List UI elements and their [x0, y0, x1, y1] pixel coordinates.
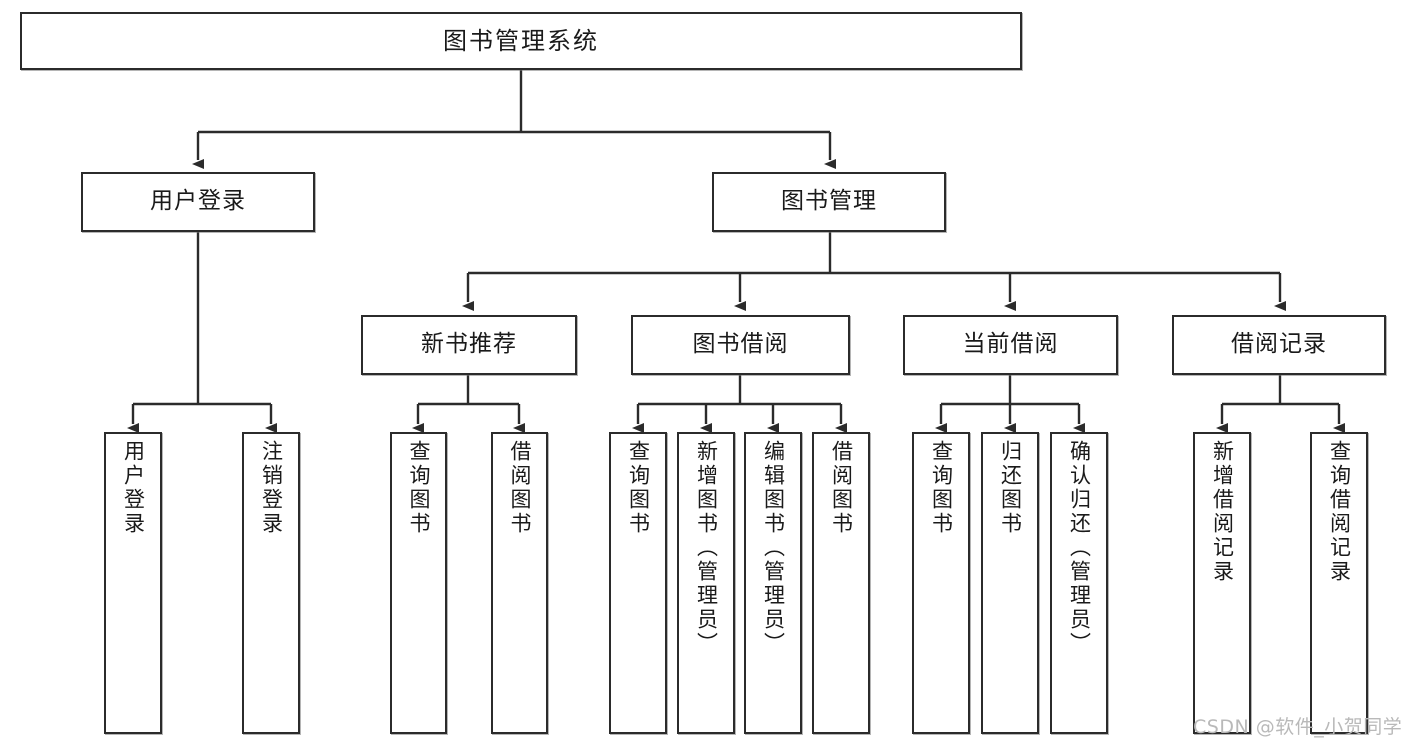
node-label: 当前借阅: [962, 331, 1059, 358]
node-label: 新增借阅记录: [1210, 440, 1235, 584]
leaf-record-query-record[interactable]: 查询借阅记录: [1310, 432, 1368, 734]
node-label: 用户登录: [121, 440, 146, 536]
csdn-watermark: CSDN @软件_小贺同学: [1193, 716, 1403, 738]
node-current-borrow[interactable]: 当前借阅: [903, 315, 1118, 375]
node-book-management[interactable]: 图书管理: [712, 172, 946, 232]
node-label: 查询借阅记录: [1327, 440, 1352, 584]
leaf-recommend-query-book[interactable]: 查询图书: [390, 432, 447, 734]
node-label: 图书管理: [781, 188, 877, 215]
node-label: 图书管理系统: [443, 26, 599, 55]
node-user-login[interactable]: 用户登录: [81, 172, 315, 232]
node-label: 查询图书: [929, 440, 954, 536]
leaf-borrow-query-book[interactable]: 查询图书: [609, 432, 667, 734]
leaf-current-query-book[interactable]: 查询图书: [912, 432, 970, 734]
node-label: 用户登录: [150, 188, 246, 215]
leaf-user-login-login[interactable]: 用户登录: [104, 432, 162, 734]
node-label: 查询图书: [407, 440, 431, 536]
leaf-record-add-record[interactable]: 新增借阅记录: [1193, 432, 1251, 734]
leaf-borrow-add-book-admin[interactable]: 新增图书（管理员）: [677, 432, 735, 734]
node-book-borrow[interactable]: 图书借阅: [631, 315, 850, 375]
node-label: 借阅图书: [829, 440, 854, 536]
leaf-current-return-book[interactable]: 归还图书: [981, 432, 1039, 734]
node-label: 借阅图书: [508, 440, 532, 536]
node-root-system[interactable]: 图书管理系统: [20, 12, 1022, 70]
node-label: 归还图书: [998, 440, 1023, 536]
leaf-borrow-borrow-book[interactable]: 借阅图书: [812, 432, 870, 734]
node-label: 新书推荐: [421, 331, 517, 358]
node-label: 注销登录: [259, 440, 284, 536]
leaf-current-confirm-return-admin[interactable]: 确认归还（管理员）: [1050, 432, 1108, 734]
leaf-borrow-edit-book-admin[interactable]: 编辑图书（管理员）: [744, 432, 802, 734]
node-label: 借阅记录: [1231, 331, 1327, 358]
node-new-book-recommend[interactable]: 新书推荐: [361, 315, 577, 375]
node-borrow-record[interactable]: 借阅记录: [1172, 315, 1386, 375]
node-label: 编辑图书（管理员）: [761, 440, 786, 656]
node-label: 查询图书: [626, 440, 651, 536]
node-label: 确认归还（管理员）: [1067, 440, 1092, 656]
leaf-user-login-logout[interactable]: 注销登录: [242, 432, 300, 734]
node-label: 图书借阅: [692, 331, 789, 358]
node-label: 新增图书（管理员）: [694, 440, 719, 656]
leaf-recommend-borrow-book[interactable]: 借阅图书: [491, 432, 548, 734]
